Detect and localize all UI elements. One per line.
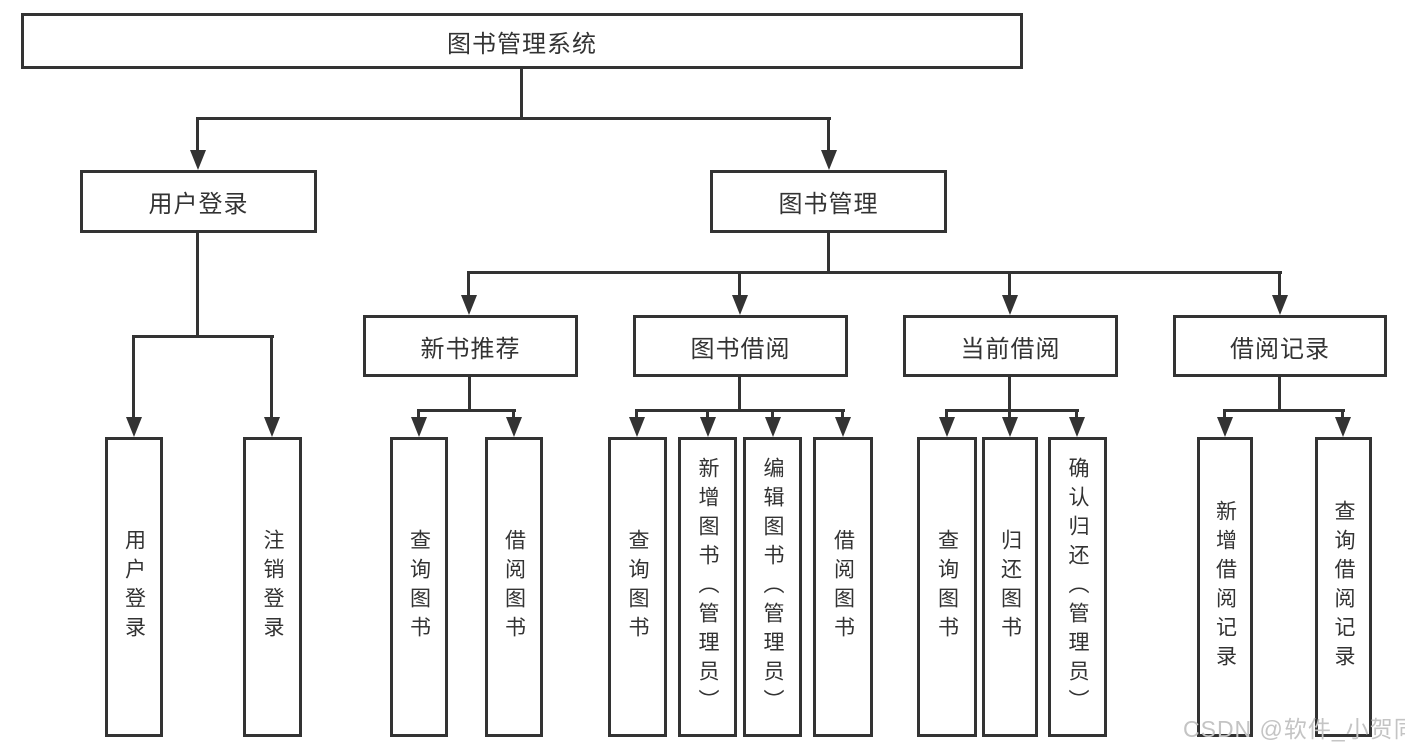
node-label: 当前借阅 (960, 335, 1061, 363)
node-label: 用户登录 (148, 191, 249, 218)
connector-book-management-stem (827, 233, 830, 274)
arrow-shaft (132, 335, 135, 420)
leaf-confirm-return-admin: 确认归还（管理员） (1048, 437, 1107, 737)
arrow-shaft (1341, 409, 1344, 420)
connector-new-book-stem (468, 377, 471, 411)
leaf-logout: 注销登录 (243, 437, 302, 737)
node-book-borrowing: 图书借阅 (633, 315, 848, 377)
leaf-label: 查询图书 (935, 529, 959, 645)
leaf-label: 查询图书 (626, 529, 649, 645)
arrow-head (821, 150, 837, 170)
arrow-head (765, 417, 781, 437)
leaf-label: 归还图书 (998, 529, 1022, 645)
leaf-label: 注销登录 (261, 529, 284, 645)
node-label: 新书推荐 (420, 335, 521, 363)
leaf-add-borrow-record: 新增借阅记录 (1197, 437, 1253, 737)
node-new-book-recommendation: 新书推荐 (363, 315, 578, 377)
leaf-label: 查询图书 (407, 529, 431, 645)
arrow-head (461, 295, 477, 315)
arrow-head (939, 417, 955, 437)
arrow-shaft (841, 409, 844, 420)
arrow-shaft (738, 271, 741, 298)
connector-level1-split (196, 117, 831, 120)
arrow-head (1272, 295, 1288, 315)
arrow-head (629, 417, 645, 437)
leaf-edit-book-admin: 编辑图书（管理员） (743, 437, 802, 737)
arrow-shaft (417, 409, 420, 420)
arrow-shaft (270, 335, 273, 420)
arrow-shaft (945, 409, 948, 420)
arrow-shaft (1008, 271, 1011, 298)
arrow-head (506, 417, 522, 437)
leaf-label: 借阅图书 (831, 529, 855, 645)
node-borrowing-records: 借阅记录 (1173, 315, 1387, 377)
arrow-head (1069, 417, 1085, 437)
arrow-shaft (706, 409, 709, 420)
connector-level3-split (467, 271, 1282, 274)
csdn-watermark: CSDN @软件_小贺同学 (1183, 716, 1405, 742)
arrow-head (126, 417, 142, 437)
arrow-shaft (1075, 409, 1078, 420)
arrow-head (411, 417, 427, 437)
arrow-shaft (1008, 409, 1011, 420)
leaf-query-books-recommendation: 查询图书 (390, 437, 448, 737)
connector-records-stem (1278, 377, 1281, 411)
leaf-label: 新增图书（管理员） (696, 456, 719, 718)
arrow-shaft (1223, 409, 1226, 420)
leaf-borrow-books-recommendation: 借阅图书 (485, 437, 543, 737)
node-label: 图书借阅 (690, 335, 791, 363)
arrow-shaft (196, 117, 199, 153)
node-library-management-system: 图书管理系统 (21, 13, 1023, 69)
node-label: 图书管理 (778, 191, 879, 218)
arrow-head (835, 417, 851, 437)
node-user-login: 用户登录 (80, 170, 317, 233)
connector-user-login-stem (196, 233, 199, 337)
arrow-shaft (635, 409, 638, 420)
connector-borrowing-stem (738, 377, 741, 411)
leaf-label: 确认归还（管理员） (1066, 456, 1089, 718)
connector-current-stem (1008, 377, 1011, 411)
connector-root-stem (520, 69, 523, 120)
connector-current-split (945, 409, 1079, 412)
leaf-query-books-current: 查询图书 (917, 437, 977, 737)
connector-borrowing-split (635, 409, 845, 412)
arrow-shaft (512, 409, 515, 420)
arrow-shaft (771, 409, 774, 420)
connector-records-split (1223, 409, 1345, 412)
node-book-management: 图书管理 (710, 170, 947, 233)
arrow-shaft (1278, 271, 1281, 298)
leaf-label: 借阅图书 (502, 529, 526, 645)
arrow-shaft (827, 117, 830, 153)
arrow-head (1217, 417, 1233, 437)
node-label: 图书管理系统 (447, 30, 597, 58)
arrow-head (264, 417, 280, 437)
leaf-add-book-admin: 新增图书（管理员） (678, 437, 737, 737)
connector-user-login-split (132, 335, 274, 338)
leaf-label: 用户登录 (122, 529, 146, 645)
arrow-head (700, 417, 716, 437)
leaf-query-borrow-record: 查询借阅记录 (1315, 437, 1372, 737)
arrow-head (1002, 295, 1018, 315)
leaf-label: 查询借阅记录 (1332, 500, 1355, 674)
arrow-head (1335, 417, 1351, 437)
arrow-head (190, 150, 206, 170)
node-current-borrowing: 当前借阅 (903, 315, 1118, 377)
arrow-head (1002, 417, 1018, 437)
leaf-label: 编辑图书（管理员） (761, 456, 784, 718)
leaf-label: 新增借阅记录 (1213, 500, 1237, 674)
leaf-query-books-borrowing: 查询图书 (608, 437, 667, 737)
connector-new-book-split (417, 409, 516, 412)
node-label: 借阅记录 (1230, 335, 1330, 363)
arrow-shaft (467, 271, 470, 298)
leaf-borrow-books: 借阅图书 (813, 437, 873, 737)
leaf-user-login: 用户登录 (105, 437, 163, 737)
arrow-head (732, 295, 748, 315)
leaf-return-books: 归还图书 (982, 437, 1038, 737)
